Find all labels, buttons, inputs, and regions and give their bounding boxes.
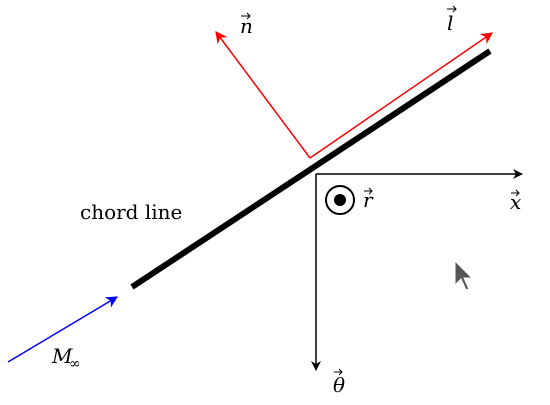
lift-axis-label: l [447,5,457,35]
svg-text:∞: ∞ [69,356,81,372]
svg-text:θ: θ [333,373,345,397]
svg-text:n: n [240,14,253,38]
chord-line-label: chord line [80,200,182,224]
normal-label: n [240,12,253,38]
mouse-pointer-icon [454,259,474,291]
svg-text:x: x [510,190,521,214]
svg-text:l: l [447,11,453,35]
r-axis-label: r [363,187,374,212]
normal-vector-arrow [215,31,311,159]
chord-line [130,48,492,290]
lift-axis-arrow [309,32,493,159]
theta-axis-label: θ [333,368,345,397]
mach-label: M ∞ [51,344,81,372]
out-of-plane-dot-icon [325,185,355,215]
svg-text:r: r [363,188,374,212]
svg-text:M: M [51,344,73,368]
freestream-arrow [7,296,119,363]
x-axis-label: x [510,189,521,214]
